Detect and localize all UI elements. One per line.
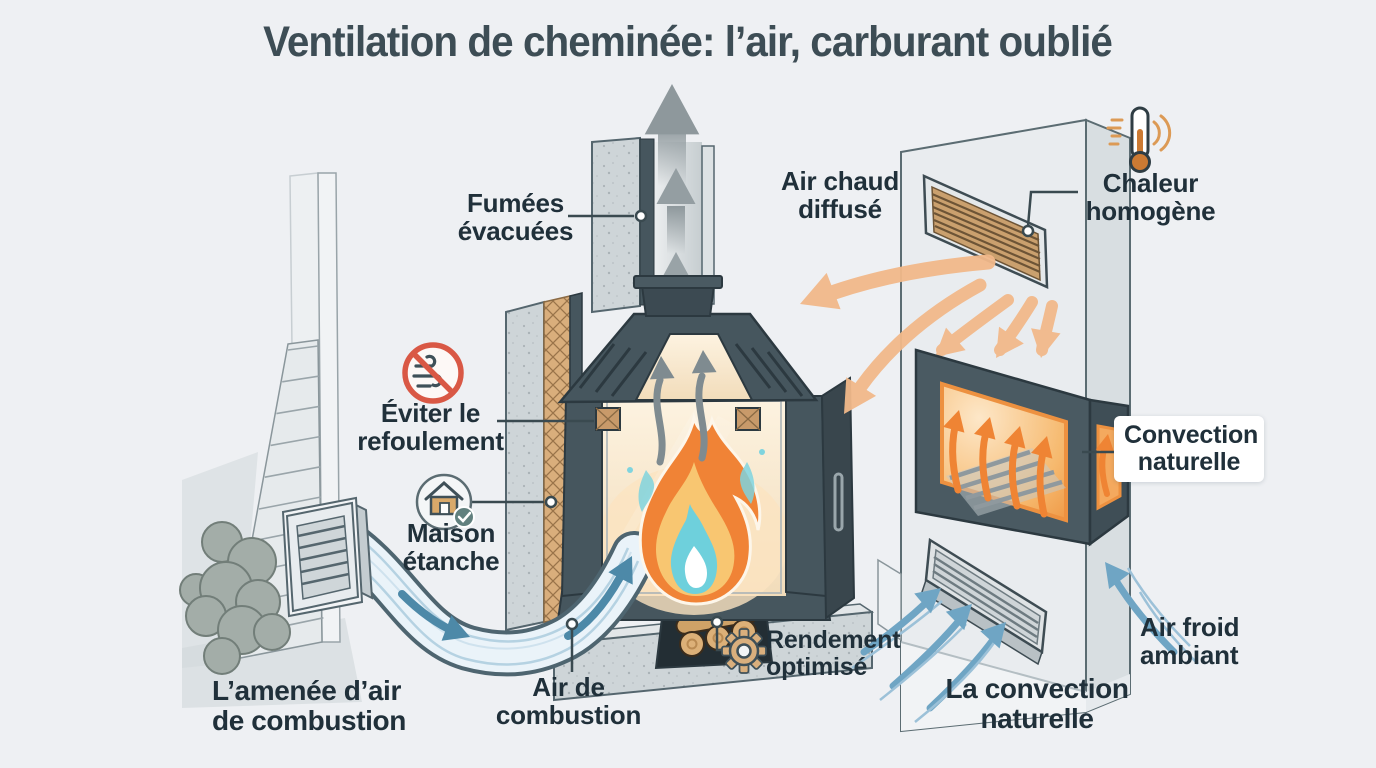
firebox-smoke-arrows bbox=[648, 349, 717, 466]
airtight-house-check-icon bbox=[415, 473, 475, 531]
shrub bbox=[179, 521, 291, 675]
page-title: Ventilation de cheminée: l’air, carburan… bbox=[263, 18, 1114, 66]
insulation-notches bbox=[595, 407, 761, 431]
air-intake-vent bbox=[281, 496, 374, 618]
label-amenee-air-combustion: L’amenée d’air de combustion bbox=[212, 675, 406, 736]
flame bbox=[627, 412, 765, 606]
label-eviter-refoulement: Éviter le refoulement bbox=[357, 398, 504, 456]
no-backdraft-icon bbox=[402, 342, 464, 404]
label-fumees-evacuees: Fumées évacuées bbox=[457, 188, 574, 246]
label-convection-naturelle: Convection naturelle bbox=[1114, 416, 1264, 482]
label-air-chaud-diffuse: Air chaud diffusé bbox=[780, 166, 900, 224]
wall-firebox bbox=[914, 348, 1130, 547]
top-air-vent bbox=[922, 174, 1049, 289]
hot-air-arrows bbox=[793, 254, 1061, 424]
gear-icon bbox=[721, 628, 767, 674]
convection-arrows bbox=[943, 407, 1118, 518]
label-la-convection-naturelle: La convection naturelle bbox=[945, 673, 1129, 734]
leader-lines-right bbox=[1021, 190, 1114, 454]
bottom-air-vent bbox=[921, 537, 1048, 666]
label-air-de-combustion: Air de combustion bbox=[495, 672, 642, 730]
label-maison-etanche: Maison étanche bbox=[402, 518, 500, 576]
thermometer-heat-icon bbox=[1106, 106, 1172, 173]
label-chaleur-homogene: Chaleur homogène bbox=[1085, 168, 1216, 226]
label-rendement-optimise: Rendement optimisé bbox=[766, 626, 901, 681]
label-air-froid-ambiant: Air froid ambiant bbox=[1140, 612, 1240, 670]
leader-lines-left bbox=[470, 209, 726, 672]
combustion-air-duct bbox=[331, 525, 657, 677]
door-handle bbox=[833, 472, 844, 532]
cold-air-arrows bbox=[851, 554, 1199, 723]
